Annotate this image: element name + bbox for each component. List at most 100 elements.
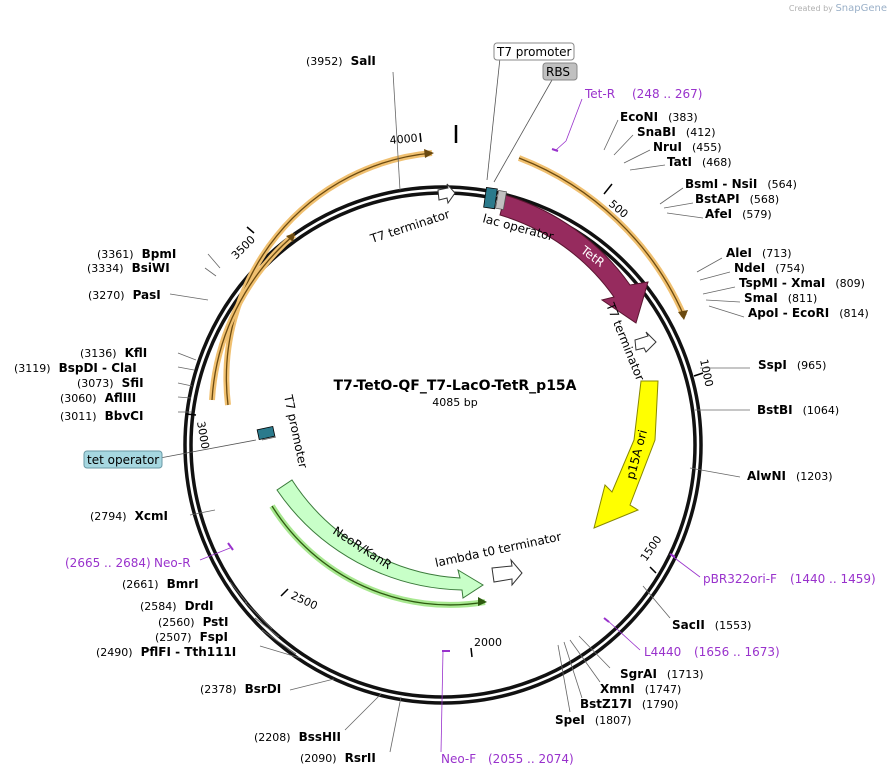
plasmid-name: T7-TetO-QF_T7-LacO-TetR_p15A	[333, 378, 576, 394]
site-position: (1713)	[667, 668, 704, 681]
site-position: (1064)	[803, 404, 840, 417]
site-leader-line	[177, 366, 195, 371]
primer-name: Tet-R	[584, 87, 615, 101]
restriction-site-label: TatI(468)	[667, 155, 732, 169]
site-leader-line	[207, 253, 221, 269]
restriction-site-label: (3952)SalI	[306, 54, 376, 68]
p15a-ori-feature	[593, 380, 659, 529]
site-name: XcmI	[135, 509, 168, 523]
snapgene-brand: SnapGene	[835, 3, 887, 14]
site-position: (809)	[835, 277, 865, 290]
site-leader-line	[344, 693, 382, 731]
site-leader-line	[259, 645, 301, 659]
backbone-outer-ring	[183, 185, 703, 705]
restriction-site-label: EcoNI(383)	[620, 110, 698, 124]
restriction-site-label: AleI(713)	[726, 246, 792, 260]
site-position: (754)	[775, 262, 805, 275]
restriction-site-label: (2090)RsrII	[300, 751, 376, 765]
rbs-callout-box	[542, 62, 578, 81]
site-leader-line	[289, 678, 335, 691]
site-position: (2560)	[158, 616, 195, 629]
site-name: KflI	[125, 346, 148, 360]
site-leader-line	[177, 396, 192, 399]
site-leader-line	[177, 382, 193, 387]
site-leader-line	[666, 212, 704, 219]
tick-label: 2000	[474, 636, 502, 649]
site-name: BstZ17I	[580, 697, 632, 711]
site-name: AlwNI	[747, 469, 786, 483]
site-leader-line	[569, 639, 601, 683]
site-position: (568)	[750, 193, 780, 206]
site-position: (713)	[762, 247, 792, 260]
tetr-feature	[499, 194, 649, 324]
site-name: BpmI	[142, 247, 177, 261]
site-leader-line	[689, 467, 741, 478]
primer-name: Neo-R	[154, 556, 191, 570]
site-name: BbvCI	[105, 409, 144, 423]
tick-label: 1000	[697, 358, 716, 388]
site-name: FspI	[200, 630, 228, 644]
site-leader-line	[244, 601, 273, 630]
primer-name: Neo-F	[441, 752, 476, 766]
site-name: BmrI	[167, 577, 199, 591]
site-name: XmnI	[600, 682, 635, 696]
site-position: (2090)	[300, 752, 337, 765]
site-position: (2378)	[200, 683, 237, 696]
site-leader-line	[642, 585, 671, 619]
site-position: (2661)	[122, 578, 159, 591]
site-position: (455)	[692, 141, 722, 154]
primer-name: pBR322ori-F	[703, 572, 777, 586]
site-position: (412)	[686, 126, 716, 139]
site-leader-line	[392, 71, 401, 191]
restriction-site-label: BsmI - NsiI(564)	[685, 177, 797, 191]
site-name: AfeI	[705, 207, 732, 221]
site-position: (811)	[788, 292, 818, 305]
restriction-site-label: (2560)PstI	[158, 615, 229, 629]
site-name: NdeI	[734, 261, 765, 275]
site-leader-line	[696, 257, 723, 273]
restriction-site-label: SnaBI (412)	[637, 125, 716, 139]
restriction-site-label: (3361) BpmI	[97, 247, 176, 261]
restriction-site-label: TspMI - XmaI(809)	[739, 276, 865, 290]
site-name: SpeI	[555, 713, 585, 727]
primer-range: (1440 .. 1459)	[790, 572, 876, 586]
site-leader-line	[169, 293, 209, 301]
site-leader-line	[177, 352, 197, 361]
primer-range: (2055 .. 2074)	[488, 752, 574, 766]
site-name: SmaI	[744, 291, 778, 305]
site-position: (3011)	[60, 410, 97, 423]
rbs-box	[495, 189, 507, 211]
restriction-site-label: (2208)BssHII	[254, 730, 341, 744]
restriction-site-label: (2490)PflFI - Tth111I	[96, 645, 236, 659]
restriction-site-label: SpeI (1807)	[555, 713, 631, 727]
site-leader-line	[557, 644, 571, 713]
site-position: (3361)	[97, 248, 134, 261]
site-position: (3060)	[60, 392, 97, 405]
restriction-site-label: (3073)SfiI	[77, 376, 144, 390]
site-leader-line	[629, 164, 666, 171]
restriction-site-label: BstZ17I(1790)	[580, 697, 678, 711]
tet-operator-callout-box	[83, 450, 163, 469]
site-position: (3334)	[87, 262, 124, 275]
plasmid-length: 4085 bp	[432, 396, 477, 409]
site-leader-line	[705, 299, 741, 303]
restriction-site-label: (2661) BmrI	[122, 577, 199, 591]
site-name: SnaBI	[637, 125, 676, 139]
t7-promoter-top-label: T7 promoter	[496, 45, 572, 59]
site-position: (2490)	[96, 646, 133, 659]
site-position: (3952)	[306, 55, 343, 68]
restriction-site-label: AlwNI(1203)	[747, 469, 833, 483]
site-name: TatI	[667, 155, 692, 169]
site-name: EcoNI	[620, 110, 658, 124]
t7-promoter-top-box	[493, 42, 575, 61]
site-name: SgrAI	[620, 667, 657, 681]
primer-range: (1656 .. 1673)	[694, 645, 780, 659]
site-leader-line	[229, 581, 248, 604]
site-position: (1807)	[595, 714, 632, 727]
site-name: DrdI	[185, 599, 214, 613]
site-leader-lines	[169, 71, 750, 753]
site-leader-line	[389, 696, 402, 753]
restriction-site-label: (3011) BbvCI	[60, 409, 143, 423]
site-name: BsmI - NsiI	[685, 177, 757, 191]
restriction-site-label: SmaI (811)	[744, 291, 817, 305]
